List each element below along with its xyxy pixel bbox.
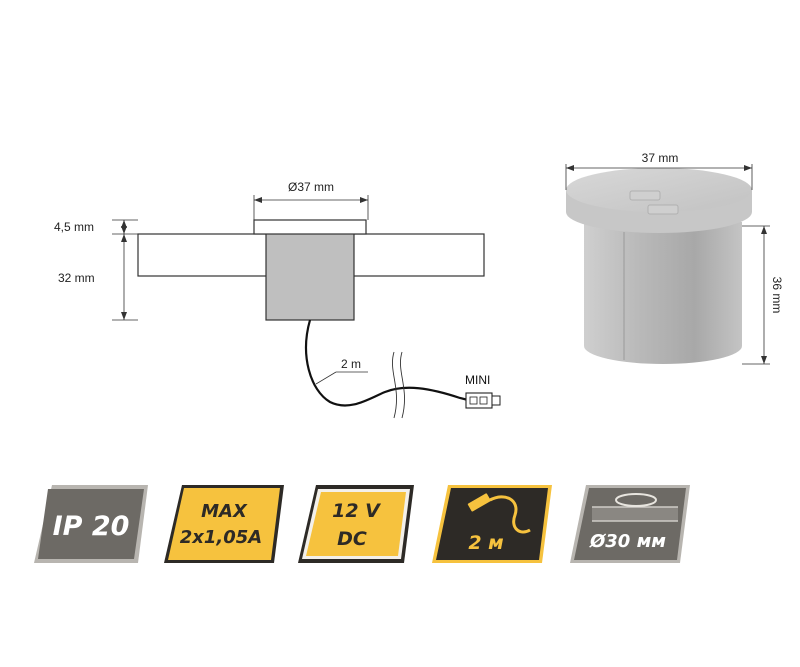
badge-voltage-line1: 12 V [332, 500, 381, 522]
cable [305, 319, 469, 407]
flange-height-label: 4,5 mm [54, 220, 94, 234]
badge-cutout-text: Ø30 мм [589, 531, 666, 552]
cable-length-label: 2 m [341, 357, 361, 371]
cable-connector-icon [467, 493, 531, 534]
spec-badges: IP 20 MAX 2x1,05A 12 V DC 2 м [34, 485, 690, 563]
badge-ip-text: IP 20 [53, 511, 130, 542]
lamp-body [265, 229, 355, 321]
connector-label: MINI [465, 373, 490, 387]
badge-max-line2: 2x1,05A [180, 527, 262, 548]
badge-cutout: Ø30 мм [570, 485, 690, 563]
badge-cable: 2 м [432, 485, 552, 563]
technical-drawing: Ø37 mm 4,5 mm 32 mm 2 m MINI [54, 180, 501, 419]
mini-connector [465, 392, 501, 409]
badge-ip: IP 20 [34, 485, 148, 563]
lamp-flange [253, 219, 367, 235]
render-width-label: 37 mm [642, 151, 679, 165]
badge-max-current: MAX 2x1,05A [164, 485, 284, 563]
badge-voltage-line2: DC [337, 528, 367, 550]
badge-voltage: 12 V DC [298, 485, 414, 563]
diameter-label: Ø37 mm [288, 180, 334, 194]
lamp-cap [566, 168, 752, 212]
lamp-render: 37 mm 36 mm [565, 151, 784, 365]
drill-hole-icon [592, 493, 678, 522]
render-height-label: 36 mm [770, 277, 784, 314]
badge-cable-text: 2 м [468, 532, 503, 554]
badge-max-line1: MAX [201, 501, 248, 522]
body-height-label: 32 mm [58, 271, 95, 285]
